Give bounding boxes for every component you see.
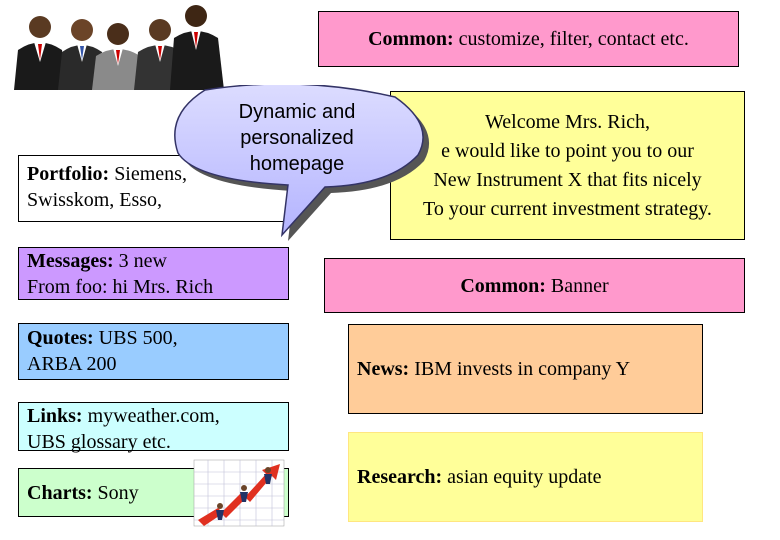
welcome-line-3: New Instrument X that fits nicely xyxy=(433,168,702,191)
portfolio-label: Portfolio: xyxy=(27,163,110,185)
portfolio-line-2: Swisskom, Esso, xyxy=(27,189,163,211)
person-1 xyxy=(14,16,66,90)
quotes-line-2: ARBA 200 xyxy=(27,353,117,375)
callout-line-3: homepage xyxy=(249,153,345,175)
welcome-line-4: To your current investment strategy. xyxy=(423,197,712,220)
callout-text: Dynamic and personalized homepage xyxy=(207,99,387,177)
news-box: News: IBM invests in company Y xyxy=(348,324,703,414)
banner-label: Common: xyxy=(460,274,546,297)
news-label: News: xyxy=(357,358,410,380)
welcome-line-2: e would like to point you to our xyxy=(441,139,694,162)
news-text: IBM invests in company Y xyxy=(409,358,631,380)
links-label: Links: xyxy=(27,405,83,427)
charts-text: Sony xyxy=(92,481,139,504)
quotes-line-1: UBS 500, xyxy=(93,327,178,349)
quotes-box: Quotes: UBS 500, ARBA 200 xyxy=(18,323,289,380)
common-label: Common: xyxy=(368,28,454,50)
common-text: customize, filter, contact etc. xyxy=(453,28,689,50)
common-banner-box: Common: Banner xyxy=(324,258,745,313)
business-people-clipart xyxy=(14,5,224,90)
links-box: Links: myweather.com, UBS glossary etc. xyxy=(18,402,289,453)
messages-line-2: From foo: hi Mrs. Rich xyxy=(27,276,214,298)
charts-label: Charts: xyxy=(27,481,93,504)
research-box: Research: asian equity update xyxy=(348,432,703,522)
callout-line-1: Dynamic and xyxy=(238,101,356,123)
messages-line-1: 3 new xyxy=(113,250,167,272)
links-line-1: myweather.com, xyxy=(82,405,220,427)
common-customize-box: Common: customize, filter, contact etc. xyxy=(318,11,739,67)
callout-line-2: personalized xyxy=(240,127,354,149)
messages-box: Messages: 3 new From foo: hi Mrs. Rich xyxy=(18,247,289,300)
welcome-line-1: Welcome Mrs. Rich, xyxy=(484,110,651,133)
welcome-box: Welcome Mrs. Rich, e would like to point… xyxy=(390,91,745,240)
messages-label: Messages: xyxy=(27,250,114,272)
banner-text: Banner xyxy=(545,274,609,297)
rising-chart-clipart xyxy=(193,459,285,527)
quotes-label: Quotes: xyxy=(27,327,94,349)
person-3 xyxy=(92,23,144,90)
links-line-2: UBS glossary etc. xyxy=(27,431,171,453)
research-label: Research: xyxy=(357,466,443,488)
callout-bubble xyxy=(174,85,430,242)
portfolio-line-1: Siemens, xyxy=(109,163,187,185)
person-5 xyxy=(170,5,224,90)
research-text: asian equity update xyxy=(442,466,602,488)
